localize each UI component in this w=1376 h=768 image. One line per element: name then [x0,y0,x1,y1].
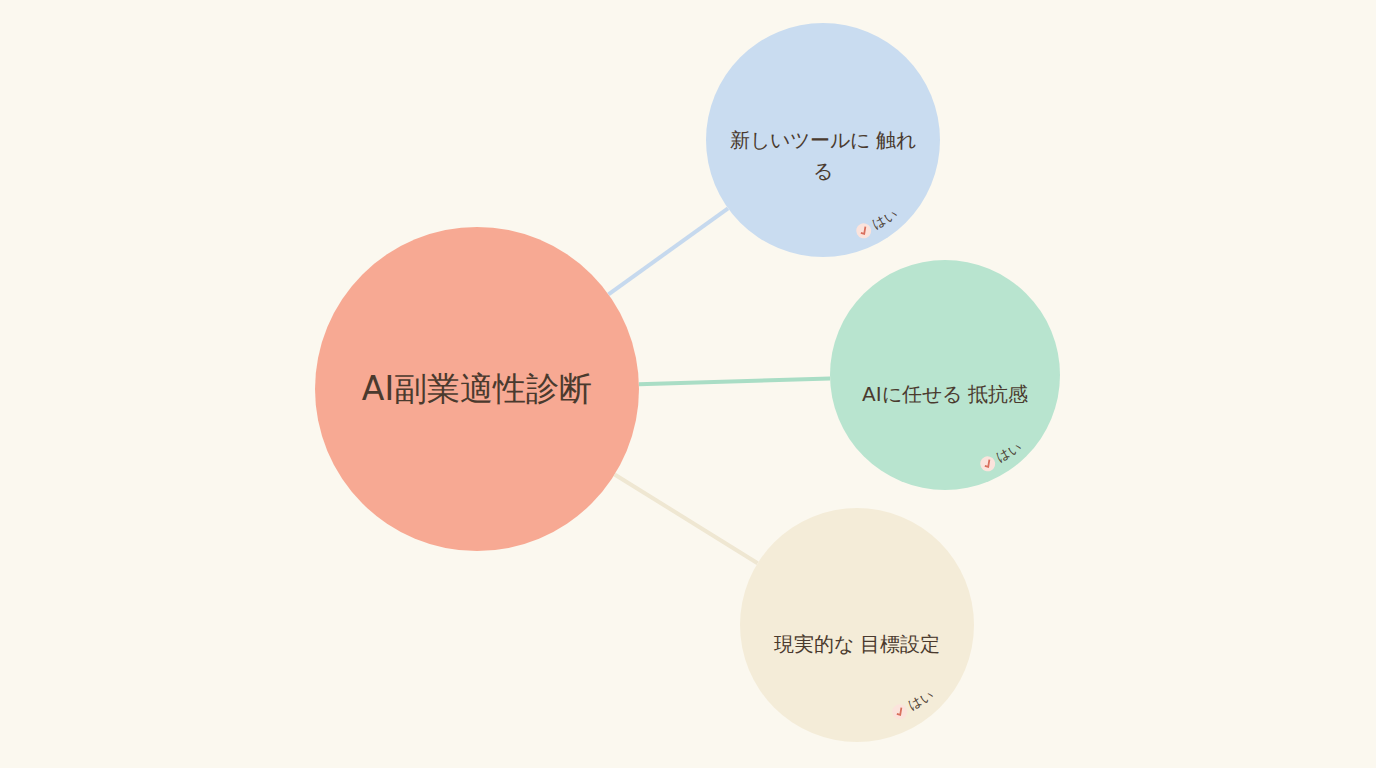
answer-badge-group: はい [852,205,900,242]
connector-line [615,474,758,563]
topic-circle: 新しいツールに 触れるはい [706,23,940,257]
answer-badge: はい [993,438,1024,466]
connector-line [639,378,830,384]
answer-badge-group: はい [976,438,1024,475]
question-text: 現実的な 目標設定 [740,629,974,660]
question-text: AIに任せる 抵抗感 [830,379,1060,410]
answer-badge-group: はい [888,686,936,723]
answer-badge: はい [905,686,936,714]
topic-circle: 現実的な 目標設定はい [740,508,974,742]
connector-line [608,208,728,294]
topic-circle: AIに任せる 抵抗感はい [830,260,1060,490]
answer-badge: はい [869,205,900,233]
diagnosis-title: AI副業適性診断 [315,369,639,409]
question-text: 新しいツールに 触れる [706,125,940,187]
center-circle: AI副業適性診断 [315,227,639,551]
